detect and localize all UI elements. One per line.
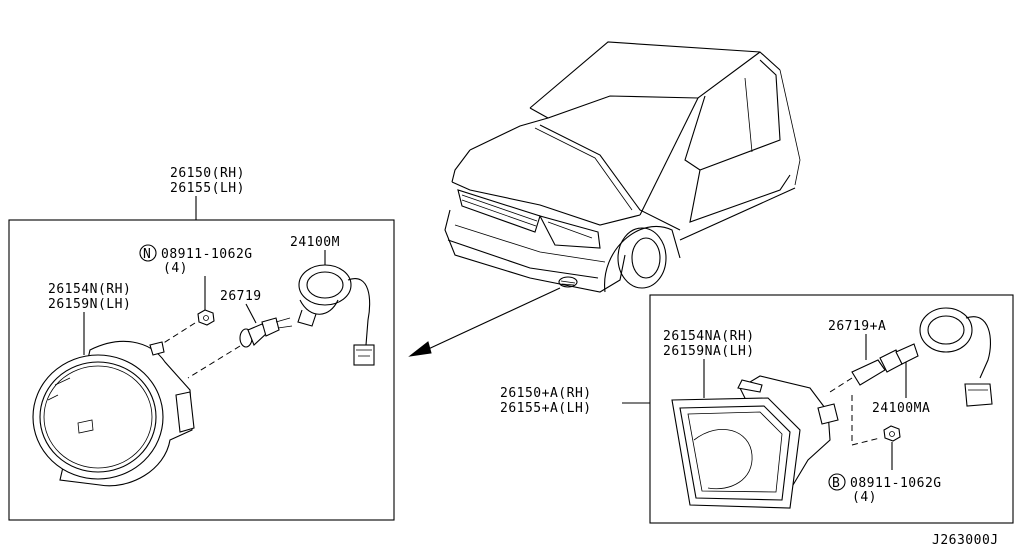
right-nut-badge bbox=[828, 473, 846, 491]
right-nut-qty-label: (4) bbox=[852, 490, 877, 505]
right-part-lh-label: 26155+A(LH) bbox=[500, 401, 592, 416]
car-illustration bbox=[444, 41, 801, 293]
right-nut-icon bbox=[883, 425, 901, 442]
left-bulb-icon bbox=[239, 317, 293, 348]
left-nut-part-label: 08911-1062G bbox=[161, 247, 253, 262]
right-nut-badge-letter: B bbox=[832, 476, 840, 491]
left-nut-icon bbox=[197, 309, 215, 326]
left-part-lh-label: 26155(LH) bbox=[170, 181, 245, 196]
left-assembly: 26150(RH) 26155(LH) N 08911-1062G (4) 26… bbox=[8, 166, 395, 521]
left-bulb-label: 26719 bbox=[220, 289, 262, 304]
right-assembly: 26150+A(RH) 26155+A(LH) 26154NA(RH) 2615… bbox=[500, 294, 1014, 524]
left-harness-icon bbox=[297, 264, 375, 366]
left-nut-badge-letter: N bbox=[143, 247, 151, 262]
diagram-code: J263000J bbox=[932, 533, 999, 548]
left-nut-qty-label: (4) bbox=[163, 261, 188, 276]
right-part-rh-label: 26150+A(RH) bbox=[500, 386, 592, 401]
right-bulb-label: 26719+A bbox=[828, 319, 886, 334]
right-harness-label: 24100MA bbox=[872, 401, 930, 416]
right-lens-lh-label: 26159NA(LH) bbox=[663, 344, 755, 359]
left-harness-label: 24100M bbox=[290, 235, 340, 250]
left-lens-rh-label: 26154N(RH) bbox=[48, 282, 131, 297]
right-nut-part-label: 08911-1062G bbox=[850, 476, 942, 491]
right-harness-icon bbox=[895, 307, 993, 407]
left-part-rh-label: 26150(RH) bbox=[170, 166, 245, 181]
left-nut-badge bbox=[139, 244, 157, 262]
right-assembly-frame bbox=[649, 294, 1014, 524]
left-fog-lamp-icon bbox=[32, 340, 195, 487]
pointer-arrow bbox=[408, 287, 561, 357]
right-lens-rh-label: 26154NA(RH) bbox=[663, 329, 755, 344]
left-assembly-frame bbox=[8, 219, 395, 521]
right-bulb-icon bbox=[851, 349, 903, 386]
right-fog-lamp-icon bbox=[671, 375, 839, 509]
left-lens-lh-label: 26159N(LH) bbox=[48, 297, 131, 312]
